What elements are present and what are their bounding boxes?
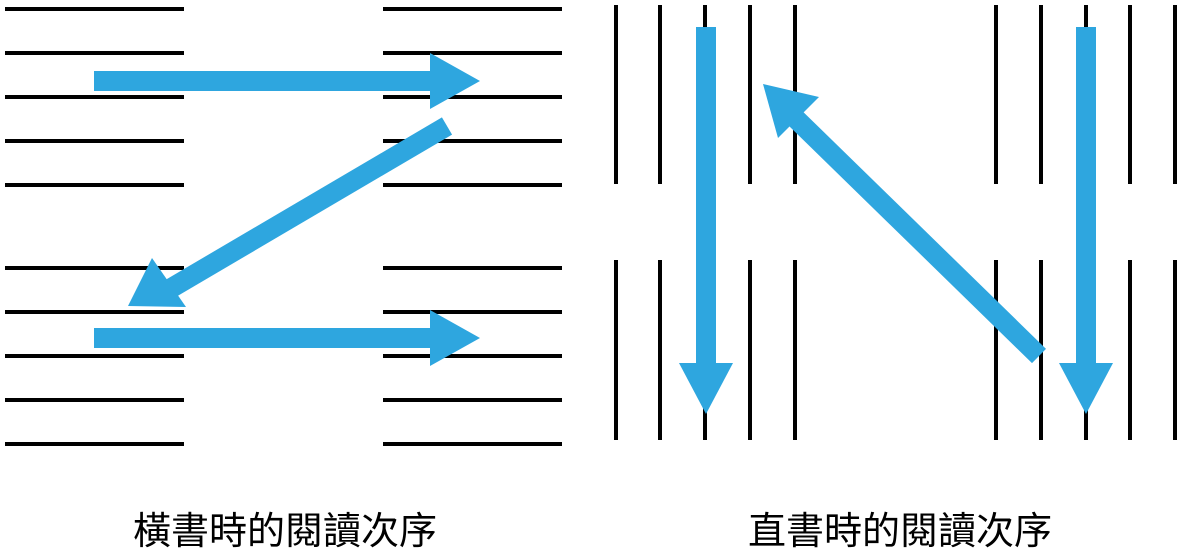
arrow-head-right [430, 53, 480, 109]
arrow-head-up-left [763, 84, 819, 138]
arrow-head-down [1059, 363, 1113, 414]
horizontal-text-lines [5, 7, 562, 446]
arrow-head-down-left [128, 258, 186, 307]
horizontal-reading-arrows [94, 53, 480, 366]
arrow-shaft [162, 117, 453, 299]
arrow-head-down [679, 363, 733, 414]
horizontal-reading-order-caption: 橫書時的閱讀次序 [133, 509, 438, 553]
vertical-reading-order-caption: 直書時的閱讀次序 [748, 509, 1053, 553]
arrow-head-right [430, 310, 480, 366]
vertical-reading-arrows [679, 27, 1113, 414]
arrow-shaft [783, 105, 1046, 364]
